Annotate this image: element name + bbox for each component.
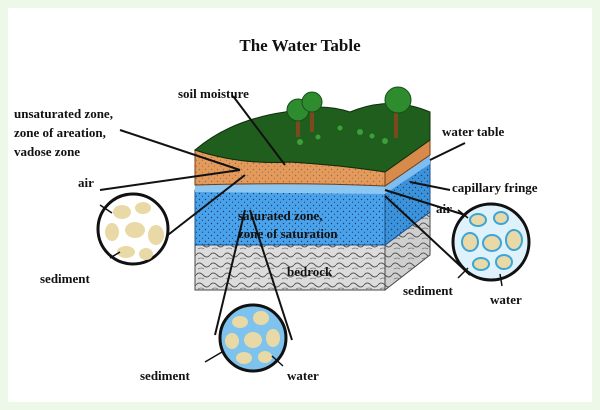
sediment-pointer — [109, 251, 121, 259]
magnifier-capillary — [451, 202, 531, 282]
saturated-zone-layer — [194, 159, 431, 246]
label-unsaturated-3: vadose zone — [14, 144, 81, 159]
label-bottom-water: water — [287, 368, 319, 383]
capillary-fringe-band — [195, 154, 430, 194]
sediment-pointer — [204, 351, 223, 363]
label-bottom-sediment: sediment — [140, 368, 190, 383]
air-pointer — [457, 209, 469, 219]
tree-icon — [301, 91, 323, 132]
leader-lines — [99, 95, 471, 341]
sediment-pointer — [457, 267, 469, 279]
label-water-table: water table — [442, 124, 505, 139]
label-unsaturated-2: zone of areation, — [14, 125, 106, 140]
air-pointer — [99, 204, 113, 214]
label-bedrock: bedrock — [287, 264, 333, 279]
tree-icon — [384, 86, 412, 138]
label-right-sediment: sediment — [403, 283, 453, 298]
label-right-air: air — [436, 201, 452, 216]
magnifier-air-sediment — [96, 192, 170, 266]
label-saturated-2: zone of saturation — [238, 226, 338, 241]
label-saturated-1: saturated zone, — [238, 208, 323, 223]
label-left-sediment: sediment — [40, 271, 90, 286]
magnifier-saturated — [218, 303, 288, 373]
label-capillary-fringe: capillary fringe — [452, 180, 538, 195]
label-soil-moisture: soil moisture — [178, 86, 249, 101]
label-unsaturated-1: unsaturated zone, — [14, 106, 113, 121]
label-right-water: water — [490, 292, 522, 307]
diagram-title: The Water Table — [239, 36, 361, 55]
water-pointer — [271, 355, 284, 367]
water-pointer — [499, 273, 503, 287]
label-left-air: air — [78, 175, 94, 190]
bedrock-layer — [194, 211, 431, 292]
